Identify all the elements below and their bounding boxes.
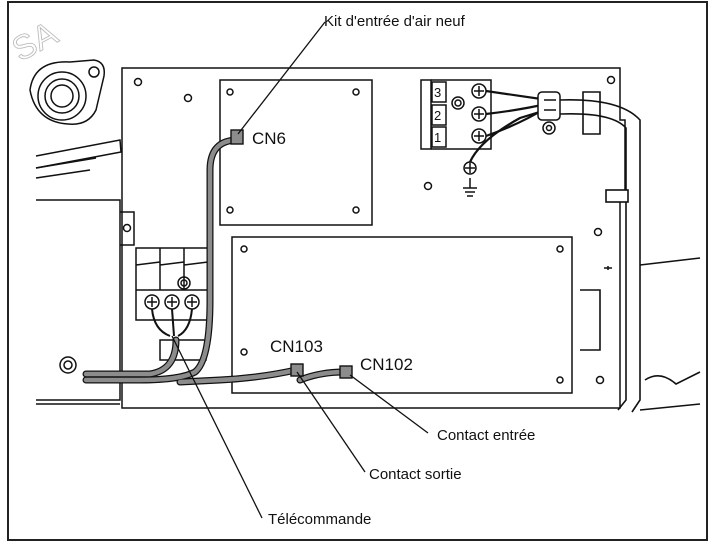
leader-lines <box>171 21 429 519</box>
terminal-block-left <box>135 247 209 361</box>
terminal-block-right <box>420 79 492 197</box>
left-housing <box>35 139 122 405</box>
watermark-text: SA <box>6 14 64 69</box>
cable-clamp <box>537 91 561 135</box>
cn102-connector <box>339 365 353 379</box>
label-kit-air-neuf: Kit d'entrée d'air neuf <box>324 13 466 30</box>
label-cn103: CN103 <box>270 337 323 356</box>
power-cable <box>559 91 701 413</box>
left-terminal-wires <box>151 308 193 337</box>
cn6-connector <box>230 129 244 145</box>
terminal-number-3: 3 <box>434 85 441 100</box>
lower-pcb <box>231 236 573 394</box>
terminal-number-2: 2 <box>434 108 441 123</box>
label-telecommande: Télécommande <box>268 511 371 528</box>
label-contact-entree: Contact entrée <box>437 427 535 444</box>
outer-frame <box>7 1 708 541</box>
mounting-boss-left <box>29 59 106 125</box>
terminal-number-1: 1 <box>434 130 441 145</box>
upper-pcb <box>219 79 373 226</box>
right-terminal-wires <box>468 89 549 163</box>
label-cn6: CN6 <box>252 129 286 148</box>
cn103-connector <box>290 363 304 377</box>
label-cn102: CN102 <box>360 355 413 374</box>
label-contact-sortie: Contact sortie <box>369 466 462 483</box>
